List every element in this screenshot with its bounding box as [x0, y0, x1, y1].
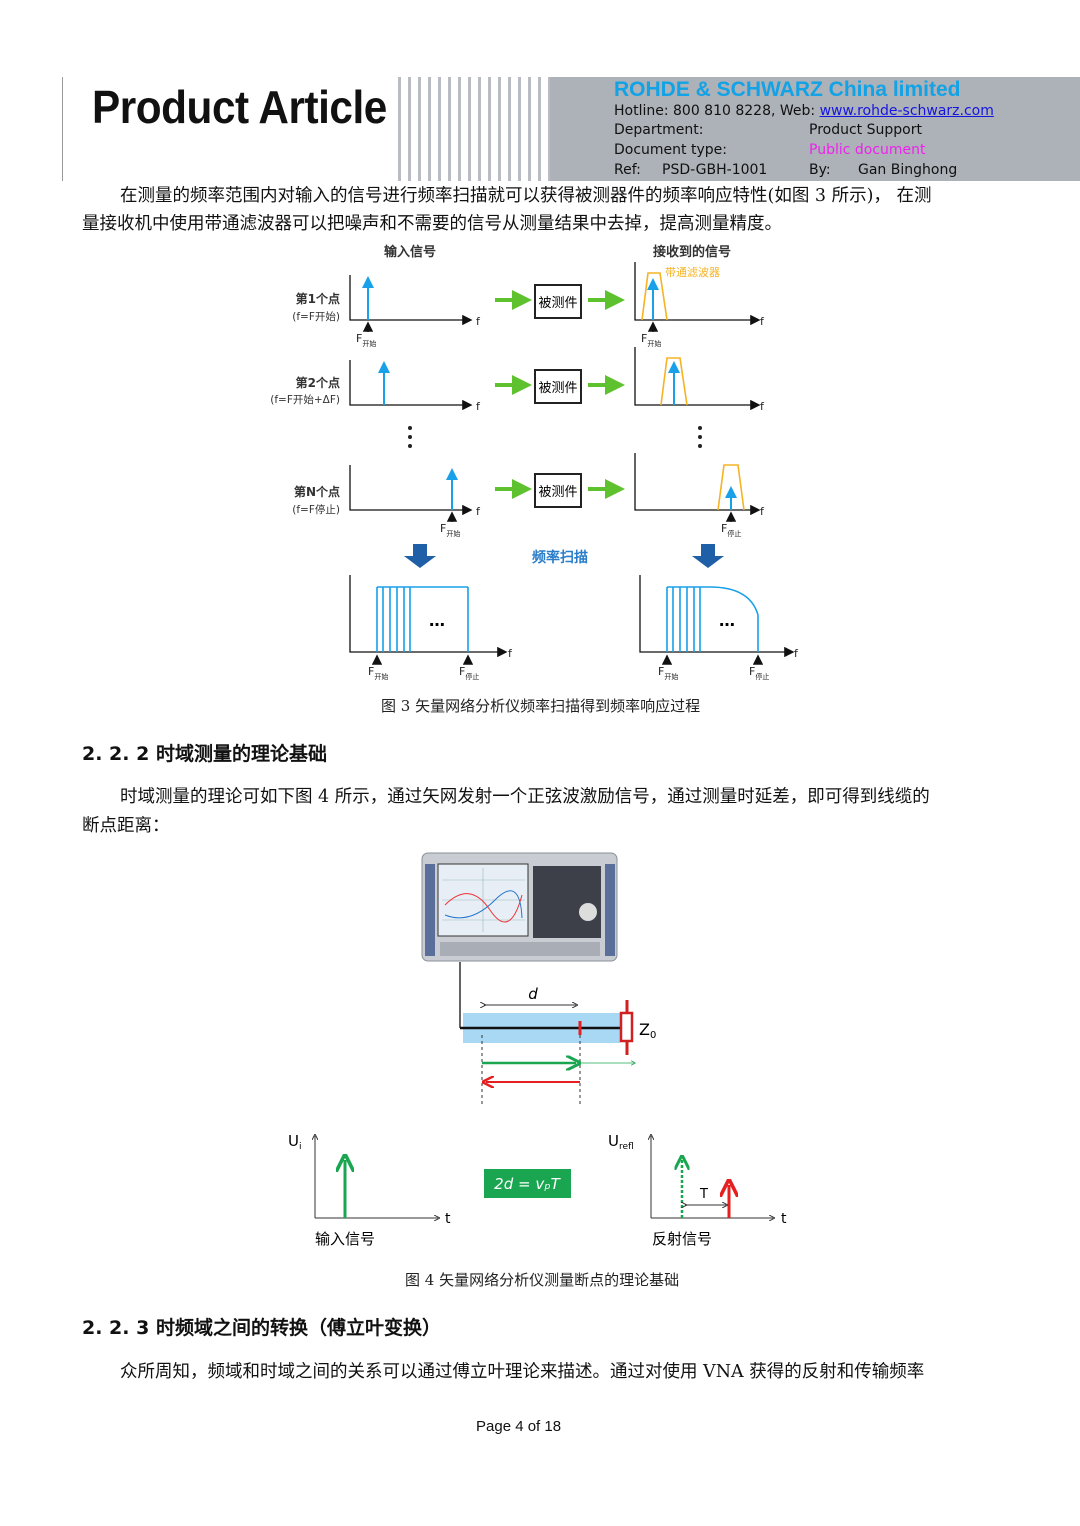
down-arrow-icons — [404, 544, 724, 568]
vertical-dots — [408, 426, 702, 448]
by-value: Gan Binghong — [858, 162, 958, 178]
frequency-sweep-label: 频率扫描 — [532, 549, 588, 566]
ref-label: Ref: — [614, 162, 641, 178]
distance-d-label: d — [528, 985, 538, 1003]
vna-instrument-image — [421, 852, 618, 962]
input-signal-title: 输入信号 — [384, 244, 436, 260]
dut-label: 被测件 — [538, 485, 577, 500]
signal-arrows — [362, 276, 737, 510]
figure-4-caption: 图 4 矢量网络分析仪测量断点的理论基础 — [405, 1271, 680, 1289]
page-title: Product Article — [92, 81, 387, 133]
hotline-line: Hotline: 800 810 8228, Web: www.rohde-sc… — [614, 103, 994, 120]
t-label: t — [445, 1211, 451, 1227]
doctype-label: Document type: — [614, 142, 727, 158]
page-number: Page 4 of 18 — [476, 1418, 562, 1435]
ellipsis: … — [429, 611, 445, 630]
dut-boxes: 被测件 被测件 被测件 — [534, 284, 582, 508]
paragraph-line: 众所周知，频域和时域之间的关系可以通过傅立叶理论来描述。通过对使用 VNA 获得… — [120, 1362, 925, 1382]
website-link[interactable]: www.rohde-schwarz.com — [819, 103, 994, 119]
f-start-label: F开始 — [658, 665, 678, 681]
f-label: f — [476, 400, 481, 413]
company-name: ROHDE & SCHWARZ China limited — [614, 78, 961, 101]
f-stop-label: F停止 — [749, 665, 769, 681]
t-label: t — [781, 1211, 787, 1227]
paragraph-line: 量接收机中使用带通滤波器可以把噪声和不需要的信号从测量结果中去掉，提高测量精度。 — [82, 214, 782, 234]
header-stripes — [398, 77, 550, 181]
equation-box — [484, 1169, 571, 1198]
section-heading-2-2-3: 2. 2. 3 时频域之间的转换（傅立叶变换） — [82, 1317, 441, 1339]
hotline-label: Hotline: 800 810 8228, Web: — [614, 103, 820, 119]
f-stop-label: F停止 — [459, 665, 479, 681]
sweep-result-lines — [376, 586, 759, 652]
reflected-signal-label: 反射信号 — [652, 1230, 712, 1248]
input-signal-plot — [315, 1136, 438, 1218]
f-label: f — [508, 647, 513, 660]
dut-label: 被测件 — [538, 296, 577, 311]
bandpass-label: 带通滤波器 — [665, 266, 720, 279]
point-formula: (f=F停止) — [292, 503, 340, 516]
urefl-label: Urefl — [608, 1132, 634, 1152]
f-stop-label: F停止 — [721, 522, 741, 538]
point-label: 第1个点 — [296, 291, 340, 306]
f-label: f — [760, 505, 765, 518]
f-label: f — [760, 400, 765, 413]
input-signal-label: 输入信号 — [315, 1230, 375, 1248]
dut-label: 被测件 — [538, 381, 577, 396]
cable-diagram — [459, 962, 634, 1105]
by-label: By: — [809, 162, 831, 178]
point-formula: (f=F开始+ΔF) — [270, 393, 340, 406]
flow-arrows — [495, 290, 625, 499]
f-label: f — [476, 315, 481, 328]
f-label: f — [476, 505, 481, 518]
received-signal-title: 接收到的信号 — [653, 244, 731, 260]
doctype-value: Public document — [809, 142, 926, 158]
ellipsis: … — [719, 611, 735, 630]
f-start-label: F开始 — [368, 665, 388, 681]
point-label: 第N个点 — [294, 484, 340, 499]
header-info-band — [550, 77, 1080, 181]
result-axes — [349, 575, 795, 665]
bandpass-filter-shapes — [641, 272, 745, 511]
f-start-label: F开始 — [440, 522, 460, 538]
header-left-rule — [62, 77, 63, 181]
paragraph-line: 时域测量的理论可如下图 4 所示，通过矢网发射一个正弦波激励信号，通过测量时延差… — [120, 787, 930, 807]
paragraph-line: 在测量的频率范围内对输入的信号进行频率扫描就可以获得被测器件的频率响应特性(如图… — [120, 186, 932, 206]
department-value: Product Support — [809, 122, 922, 138]
ref-value: PSD-GBH-1001 — [662, 162, 768, 178]
z0-label: Z0 — [639, 1020, 656, 1041]
reflected-signal-plot — [651, 1136, 773, 1218]
department-label: Department: — [614, 122, 704, 138]
figure-3-caption: 图 3 矢量网络分析仪频率扫描得到频率响应过程 — [381, 697, 701, 715]
equation: 2d = vₚT — [494, 1175, 561, 1193]
ui-label: Ui — [288, 1132, 302, 1152]
delay-T-label: T — [699, 1187, 708, 1202]
f-start-label: F开始 — [356, 332, 376, 348]
point-formula: (f=F开始) — [292, 310, 340, 323]
f-start-label: F开始 — [641, 332, 661, 348]
paragraph-line: 断点距离： — [82, 816, 170, 836]
section-heading-2-2-2: 2. 2. 2 时域测量的理论基础 — [82, 743, 327, 765]
f-label: f — [760, 315, 765, 328]
f-label: f — [794, 647, 799, 660]
point-label: 第2个点 — [296, 375, 340, 390]
input-axes — [349, 262, 761, 522]
